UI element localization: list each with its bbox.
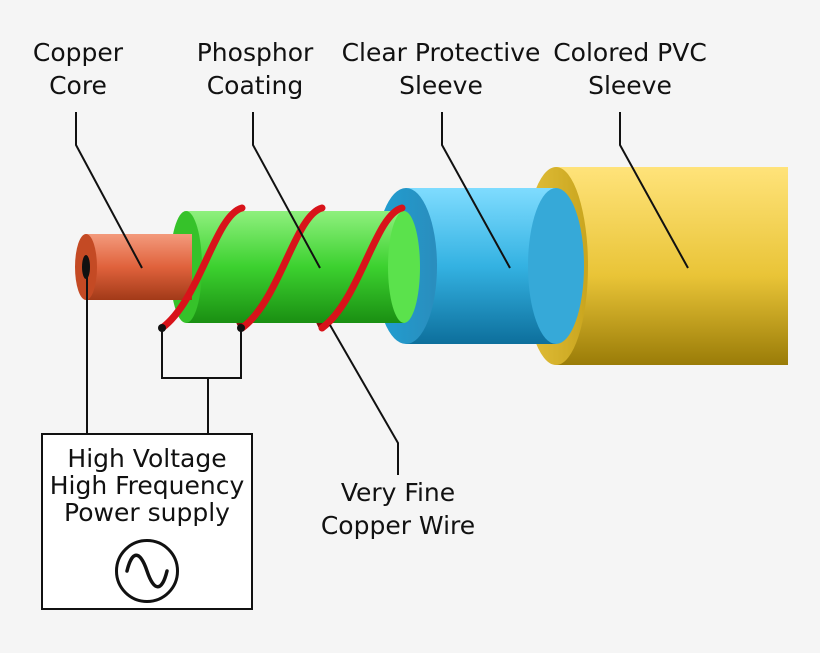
power-supply-box: High Voltage High Frequency Power supply bbox=[41, 433, 253, 610]
copper-wire bbox=[158, 204, 406, 332]
leader-lines bbox=[75, 112, 689, 475]
power-supply-label: High Voltage High Frequency Power supply bbox=[49, 444, 245, 527]
ac-sine-icon bbox=[115, 539, 179, 603]
copper-core bbox=[75, 234, 192, 300]
circuit-connections bbox=[86, 267, 242, 433]
